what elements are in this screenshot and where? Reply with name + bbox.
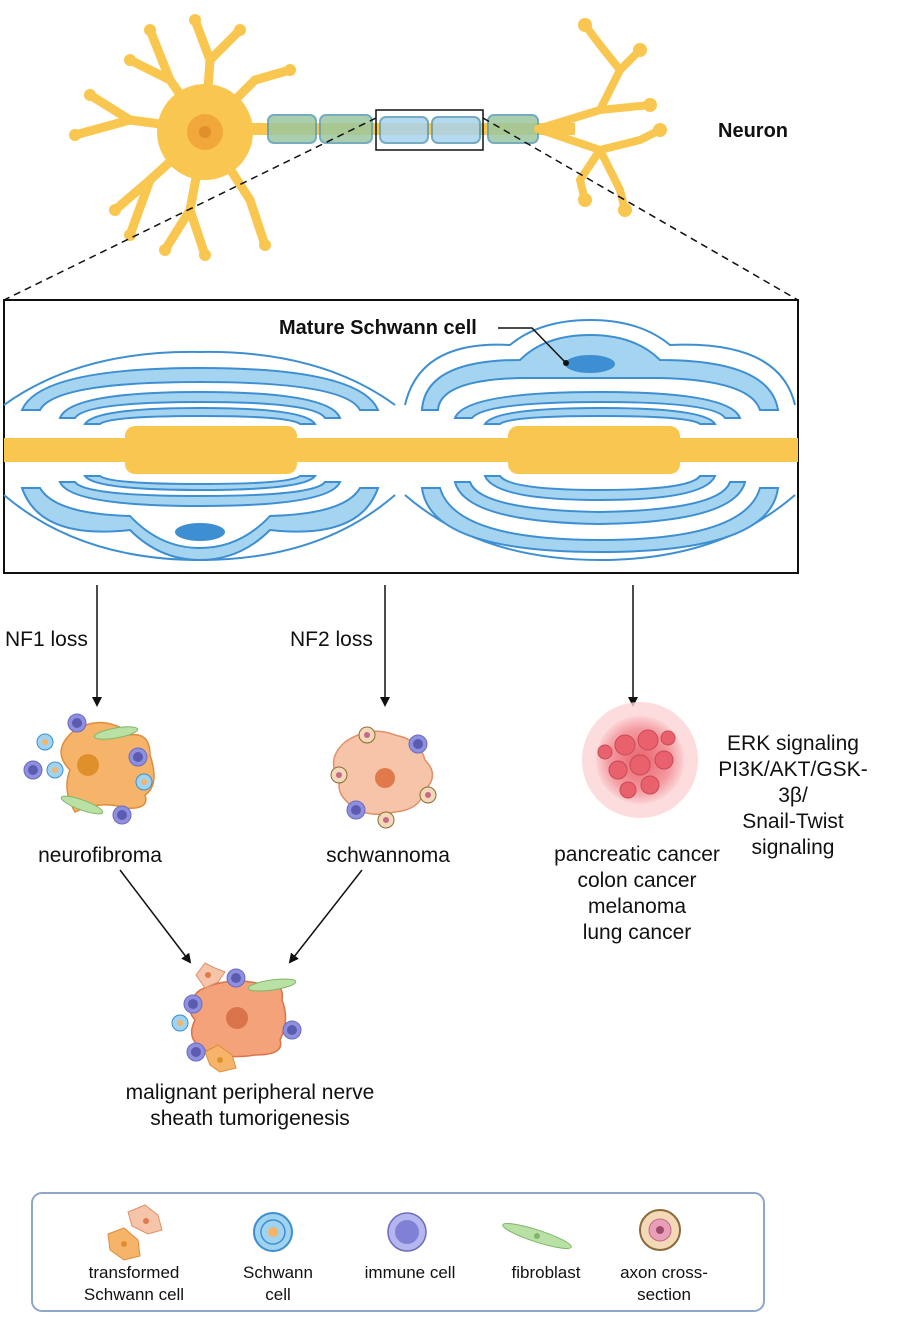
arrow-neurofibroma-mpnst bbox=[119, 869, 192, 964]
cancer-types-label: pancreatic cancer colon cancer melanoma … bbox=[554, 843, 720, 944]
legend-axon-icon bbox=[639, 1209, 681, 1251]
myelinated-axon-panel bbox=[3, 299, 799, 574]
myelin-sheath bbox=[267, 114, 539, 144]
legend-schwann-icon bbox=[253, 1212, 293, 1252]
mpnst-label: malignant peripheral nerve sheath tumori… bbox=[125, 1081, 375, 1130]
zoom-box bbox=[375, 109, 484, 151]
legend-immune-label: immune cell bbox=[364, 1263, 456, 1282]
signaling-label: ERK signaling PI3K/AKT/GSK-3β/ Snail-Twi… bbox=[718, 732, 868, 859]
cancer-cell-cluster bbox=[582, 702, 698, 818]
neurofibroma-label: neurofibroma bbox=[38, 844, 162, 867]
legend-immune-icon bbox=[387, 1212, 427, 1252]
legend-transformed-icon bbox=[107, 1204, 163, 1261]
legend-fibroblast-label: fibroblast bbox=[511, 1263, 581, 1282]
neuron-label: Neuron bbox=[718, 120, 788, 142]
mature-schwann-cell-label: Mature Schwann cell bbox=[279, 317, 477, 339]
schwannoma-label: schwannoma bbox=[326, 844, 450, 867]
nf1-loss-label: NF1 loss bbox=[5, 628, 88, 651]
zoom-line-right bbox=[482, 117, 799, 301]
zoom-line-left bbox=[3, 117, 377, 301]
neuron-illustration bbox=[69, 14, 667, 261]
legend-fibroblast-icon bbox=[502, 1222, 572, 1250]
schwannoma-illustration bbox=[330, 726, 437, 829]
nf2-loss-label: NF2 loss bbox=[290, 628, 373, 651]
legend-transformed-label: transformed Schwann cell bbox=[83, 1263, 185, 1304]
arrow-schwannoma-mpnst bbox=[288, 869, 363, 964]
legend-schwann-label: Schwann cell bbox=[243, 1263, 313, 1304]
mpnst-illustration bbox=[171, 962, 302, 1073]
legend-axon-label: axon cross- section bbox=[620, 1263, 708, 1304]
neurofibroma-illustration bbox=[23, 713, 155, 825]
legend-box bbox=[31, 1192, 765, 1312]
